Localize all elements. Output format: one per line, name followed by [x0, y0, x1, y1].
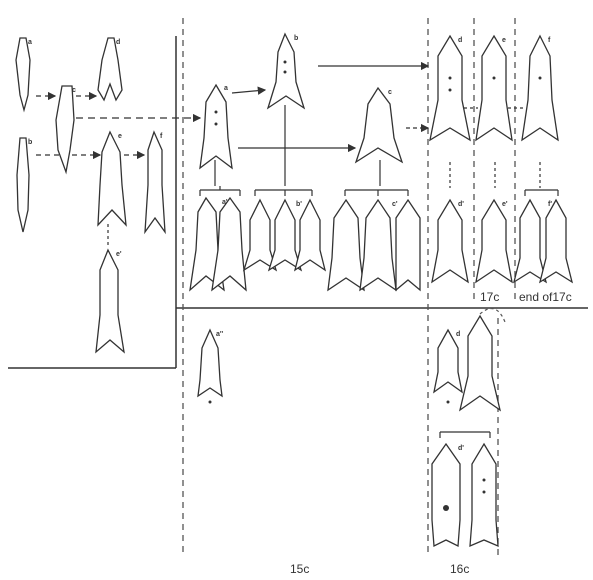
bracket-b-prime [254, 189, 313, 196]
node-mark: d [116, 39, 120, 46]
node-mark: d' [458, 445, 464, 452]
arrow-a15c-to-b15c [231, 86, 267, 95]
specimen-f-17c [521, 34, 559, 142]
specimen-b-prime-15c-1 [242, 198, 278, 272]
detail-dot [482, 478, 486, 482]
specimen-d-left [97, 37, 123, 102]
specimen-b-prime-15c-3 [293, 198, 327, 272]
node-mark: a [224, 85, 228, 92]
node-mark: d [456, 331, 460, 338]
node-mark: f [160, 133, 163, 140]
detail-dot [283, 70, 287, 74]
detail-dot [482, 490, 486, 494]
bracket-c-prime [344, 189, 409, 196]
detail-dot [283, 60, 287, 64]
period-dashed-lines [182, 18, 516, 555]
dashed-curve-17c [479, 307, 506, 323]
specimen-b-left [16, 137, 30, 233]
specimen-c-left [55, 85, 75, 175]
specimen-e-17c [475, 34, 513, 142]
period-label-16c: 16c [450, 562, 470, 576]
node-mark: b [28, 139, 32, 146]
node-mark: e [502, 37, 506, 44]
specimen-d-prime-16c [431, 198, 469, 284]
specimen-d-16c [429, 34, 471, 142]
detail-dot [538, 76, 542, 80]
specimen-f-left [144, 130, 166, 235]
node-mark: f' [548, 201, 552, 208]
detail-dot [492, 76, 496, 80]
specimen-a-double-prime-15c [197, 328, 223, 398]
node-mark: e' [502, 201, 508, 208]
specimen-d-16c-lower-1 [433, 328, 463, 394]
detail-dot [448, 88, 452, 92]
detail-dot [208, 400, 212, 404]
specimen-b-prime-15c-2 [267, 198, 303, 272]
bracket-a-prime [199, 186, 241, 196]
specimen-e-prime-17c [475, 198, 513, 284]
node-mark: c [72, 87, 76, 94]
node-mark: b' [296, 201, 302, 208]
specimen-a-left [15, 37, 31, 113]
bracket-d-prime-lower [439, 431, 491, 438]
bracket-f-prime [524, 189, 559, 196]
node-marks: a b c d e f e' a b c a' b' c' a'' d d' e… [28, 35, 552, 452]
node-mark: a [28, 39, 32, 46]
node-mark: d' [458, 201, 464, 208]
node-mark: e [118, 133, 122, 140]
node-mark: b [294, 35, 298, 42]
frame-lines [8, 36, 588, 369]
node-mark: f [548, 37, 551, 44]
node-mark: c' [392, 201, 398, 208]
arrows [36, 61, 541, 248]
specimen-e-left [97, 130, 127, 227]
specimen-d-prime-16c-lower-1 [431, 442, 461, 548]
specimen-c-prime-15c-1 [327, 198, 365, 292]
detail-dot [443, 505, 449, 511]
period-label-15c: 15c [290, 562, 310, 576]
specimen-f-prime-17c-2 [538, 198, 574, 284]
detail-dot [446, 400, 450, 404]
specimen-a-prime-15c-2 [211, 196, 247, 292]
specimens [15, 32, 574, 548]
node-mark: e' [116, 251, 122, 258]
specimen-c-15c [354, 86, 404, 164]
specimen-c-prime-15c-3 [395, 198, 421, 292]
period-label-17c: 17c [480, 290, 500, 304]
specimen-detail-dots [208, 60, 542, 511]
specimen-c-prime-15c-2 [359, 198, 397, 292]
detail-dot [214, 122, 218, 126]
detail-dot [448, 76, 452, 80]
node-mark: d [458, 37, 462, 44]
specimen-d-prime-16c-lower-2 [469, 442, 499, 548]
specimen-f-prime-17c-1 [512, 198, 548, 284]
branch-brackets [199, 186, 559, 438]
node-mark: a' [222, 199, 228, 206]
node-mark: c [388, 89, 392, 96]
specimen-a-15c [199, 83, 233, 170]
specimen-d-16c-lower-2 [458, 314, 502, 412]
detail-dot [214, 110, 218, 114]
node-mark: a'' [216, 331, 224, 338]
period-label-end-of-17c: end of17c [519, 290, 572, 304]
specimen-e-prime-left [95, 248, 125, 354]
